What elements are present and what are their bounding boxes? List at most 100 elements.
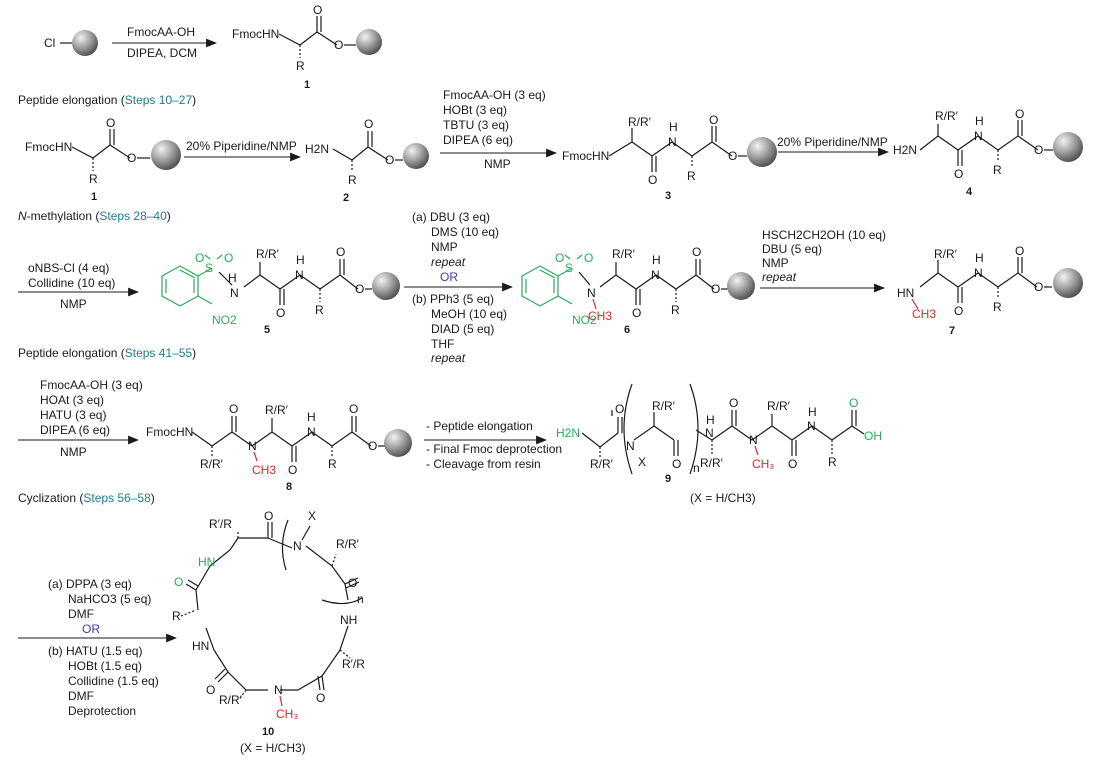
side-chain-label: R	[348, 173, 357, 187]
reagent-label: HSCH2CH2OH (10 eq)	[762, 228, 886, 242]
svg-text:R/R′: R/R′	[590, 457, 614, 471]
compound-label: 4	[966, 186, 973, 198]
reagent-label: DMS (10 eq)	[431, 225, 499, 239]
svg-text:N: N	[274, 683, 283, 697]
reagent-label: HOBt (3 eq)	[443, 103, 507, 117]
svg-text:O: O	[316, 691, 325, 705]
svg-text:H: H	[706, 413, 715, 427]
svg-text:N: N	[807, 419, 816, 433]
svg-text:O: O	[364, 117, 373, 131]
side-chain-label: R	[993, 163, 1002, 177]
side-chain-label: R	[687, 169, 696, 183]
svg-text:NH: NH	[340, 613, 357, 627]
resin-bead-icon	[372, 272, 400, 300]
methyl-label: CH₃	[276, 707, 298, 721]
svg-text:HN: HN	[192, 639, 209, 653]
side-chain-label: R	[315, 303, 324, 317]
svg-text:O: O	[692, 245, 701, 259]
svg-text:N: N	[295, 268, 304, 282]
svg-text:N: N	[587, 286, 596, 300]
svg-text:O: O	[954, 304, 963, 318]
svg-text:N: N	[230, 286, 239, 300]
fmoc-amine-label: FmocHN	[146, 425, 193, 439]
reagent-label: FmocAA-OH	[127, 25, 195, 39]
svg-text:O: O	[1034, 143, 1043, 157]
svg-text:O: O	[313, 3, 322, 17]
side-chain-label: R	[89, 172, 98, 186]
resin-bead-icon	[727, 272, 755, 300]
svg-text:N: N	[293, 539, 302, 553]
note-label: (X = H/CH3)	[240, 741, 306, 755]
amine-label: H2N	[556, 426, 580, 440]
chloride-label: Cl	[44, 36, 55, 50]
svg-text:N: N	[668, 135, 677, 149]
svg-text:O: O	[334, 38, 343, 52]
amine-label: H2N	[893, 143, 917, 157]
svg-text:H: H	[296, 253, 305, 267]
carbonyl-label: O	[174, 575, 183, 589]
compound-label: 8	[286, 481, 292, 493]
methylation-row: oNBS-Cl (4 eq) Collidine (10 eq) NMP S O…	[18, 210, 1083, 365]
svg-text:X: X	[638, 455, 646, 469]
compound-label: 1	[91, 191, 97, 203]
svg-text:R/R′: R/R′	[652, 399, 676, 413]
side-chain-label: R/R′	[628, 115, 652, 129]
resin-bead-icon	[356, 29, 382, 55]
section-heading: Cyclization (Steps 56–58)	[18, 491, 155, 505]
svg-text:O: O	[127, 151, 136, 165]
methyl-label: CH3	[912, 307, 936, 321]
svg-text:O: O	[348, 576, 357, 590]
svg-text:O: O	[106, 116, 115, 130]
svg-text:N: N	[705, 426, 714, 440]
compound-label: 1	[304, 79, 310, 91]
reagent-label: oNBS-Cl (4 eq)	[28, 261, 109, 275]
svg-text:O: O	[336, 245, 345, 259]
reagent-label: HOBt (1.5 eq)	[68, 659, 142, 673]
svg-text:O: O	[385, 153, 394, 167]
compound-label: 7	[949, 325, 955, 337]
svg-text:H: H	[975, 114, 984, 128]
reagent-label: TBTU (3 eq)	[443, 118, 509, 132]
resin-bead-icon	[151, 140, 181, 170]
side-chain-label: R/R′	[935, 109, 959, 123]
svg-text:O: O	[264, 509, 273, 523]
reagent-label: Deprotection	[68, 704, 136, 718]
svg-text:N: N	[974, 129, 983, 143]
svg-text:O: O	[709, 113, 718, 127]
side-chain-label: R	[328, 457, 337, 471]
reagent-label: DBU (5 eq)	[762, 242, 822, 256]
side-chain-label: R	[993, 300, 1002, 314]
svg-text:R′/R: R′/R	[342, 657, 365, 671]
reagent-label: DIAD (5 eq)	[431, 322, 494, 336]
svg-text:O: O	[849, 396, 858, 410]
or-label: OR	[82, 622, 100, 636]
reagent-label: THF	[431, 337, 454, 351]
svg-text:O: O	[206, 683, 215, 697]
side-chain-label: R/R′	[256, 247, 280, 261]
svg-text:N: N	[248, 439, 257, 453]
svg-text:N: N	[307, 425, 316, 439]
svg-text:n: n	[357, 592, 364, 606]
reagent-label: DIPEA, DCM	[127, 46, 197, 60]
svg-text:R: R	[828, 455, 837, 469]
step-label: - Peptide elongation	[426, 419, 533, 433]
svg-text:O: O	[195, 251, 204, 265]
reagent-label: DIPEA (6 eq)	[443, 133, 513, 147]
svg-text:O: O	[672, 457, 681, 471]
elongation-row-2: FmocAA-OH (3 eq) HOAt (3 eq) HATU (3 eq)…	[18, 378, 882, 505]
side-chain-label: R/R′	[200, 457, 224, 471]
compound-label: 3	[665, 190, 671, 202]
amine-label: HN	[198, 555, 215, 569]
svg-text:R/R′: R/R′	[219, 693, 243, 707]
svg-text:O: O	[615, 402, 624, 416]
resin-bead-icon	[384, 429, 412, 457]
note-label: (X = H/CH3)	[690, 491, 756, 505]
svg-text:O: O	[954, 167, 963, 181]
step-label: - Cleavage from resin	[426, 457, 541, 471]
compound-label: 10	[262, 726, 274, 738]
loading-step: Cl FmocAA-OH DIPEA, DCM FmocHN O O R 1	[44, 3, 382, 91]
reagent-label: DMF	[68, 607, 94, 621]
fmoc-amine-label: FmocHN	[562, 149, 609, 163]
svg-text:X: X	[308, 509, 316, 523]
compound-label: 9	[665, 473, 671, 485]
